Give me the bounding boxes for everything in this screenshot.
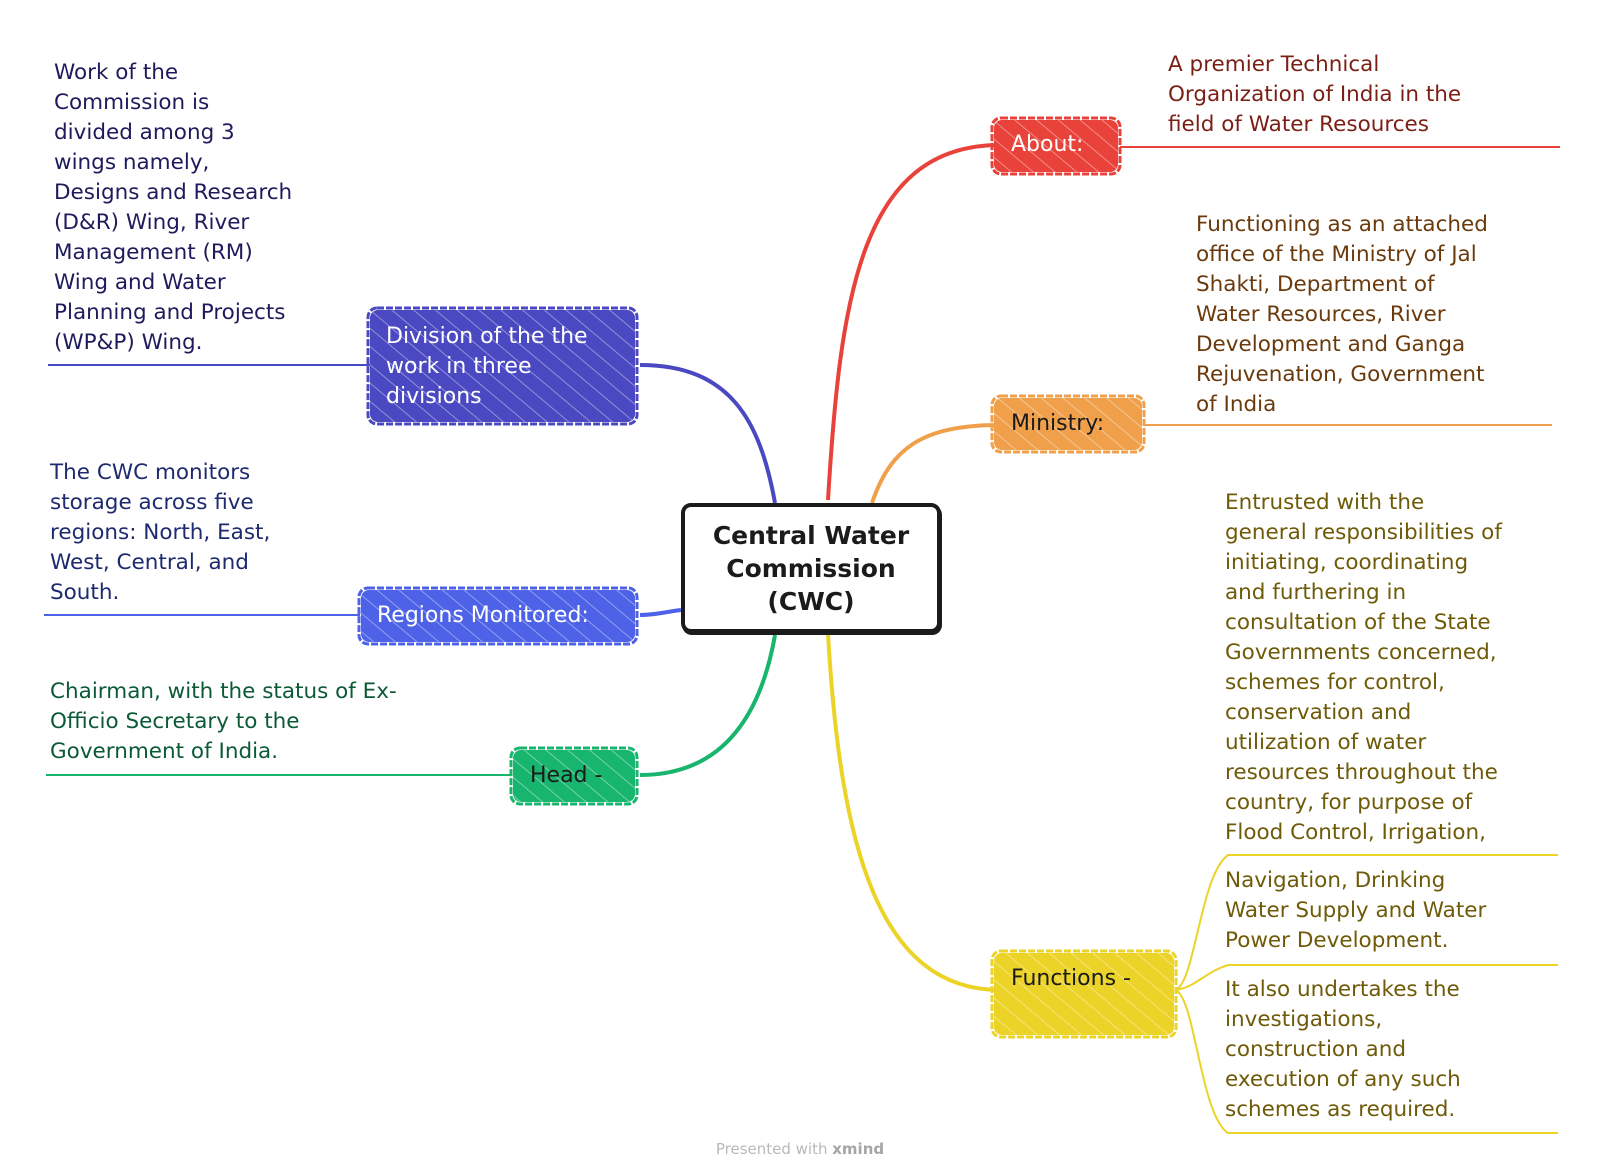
ministry-connector bbox=[870, 423, 1001, 504]
ministry-label: Ministry: bbox=[1011, 411, 1105, 436]
division-node[interactable] bbox=[366, 306, 639, 426]
functions-description-3: It also undertakes the investigations, c… bbox=[1225, 977, 1461, 1122]
central-topic[interactable]: Central Water Commission (CWC) bbox=[681, 503, 941, 633]
regions-node[interactable] bbox=[357, 586, 639, 646]
footer-brand: xmind bbox=[832, 1140, 885, 1158]
footer-prefix: Presented with bbox=[715, 1140, 833, 1158]
about-label: About: bbox=[1011, 132, 1084, 157]
head-label: Head - bbox=[530, 763, 603, 788]
division-connector bbox=[639, 363, 777, 504]
division-label: Division of the the work in three divisi… bbox=[386, 324, 588, 409]
functions-description-2: Navigation, Drinking Water Supply and Wa… bbox=[1225, 868, 1487, 953]
regions-connector bbox=[639, 608, 682, 617]
about-description: A premier Technical Organization of Indi… bbox=[1168, 52, 1462, 137]
presented-with-footer: Presented with xmind bbox=[0, 1140, 1600, 1158]
head-node[interactable] bbox=[509, 746, 639, 806]
about-node[interactable] bbox=[990, 116, 1122, 176]
regions-label: Regions Monitored: bbox=[377, 603, 589, 628]
central-topic-title: Central Water Commission (CWC) bbox=[712, 520, 910, 616]
ministry-description: Functioning as an attached office of the… bbox=[1196, 212, 1488, 417]
functions-connector bbox=[826, 632, 1001, 992]
functions-node[interactable] bbox=[990, 949, 1178, 1039]
head-connector bbox=[639, 634, 777, 777]
functions-sub-connectors bbox=[1174, 854, 1558, 1134]
functions-label: Functions - bbox=[1011, 966, 1131, 991]
regions-description: The CWC monitors storage across five reg… bbox=[50, 460, 271, 605]
head-description: Chairman, with the status of Ex- Officio… bbox=[50, 679, 397, 764]
division-description: Work of the Commission is divided among … bbox=[54, 60, 293, 355]
about-connector bbox=[826, 143, 1001, 501]
ministry-node[interactable] bbox=[990, 394, 1146, 454]
functions-description-1: Entrusted with the general responsibilit… bbox=[1225, 490, 1502, 845]
